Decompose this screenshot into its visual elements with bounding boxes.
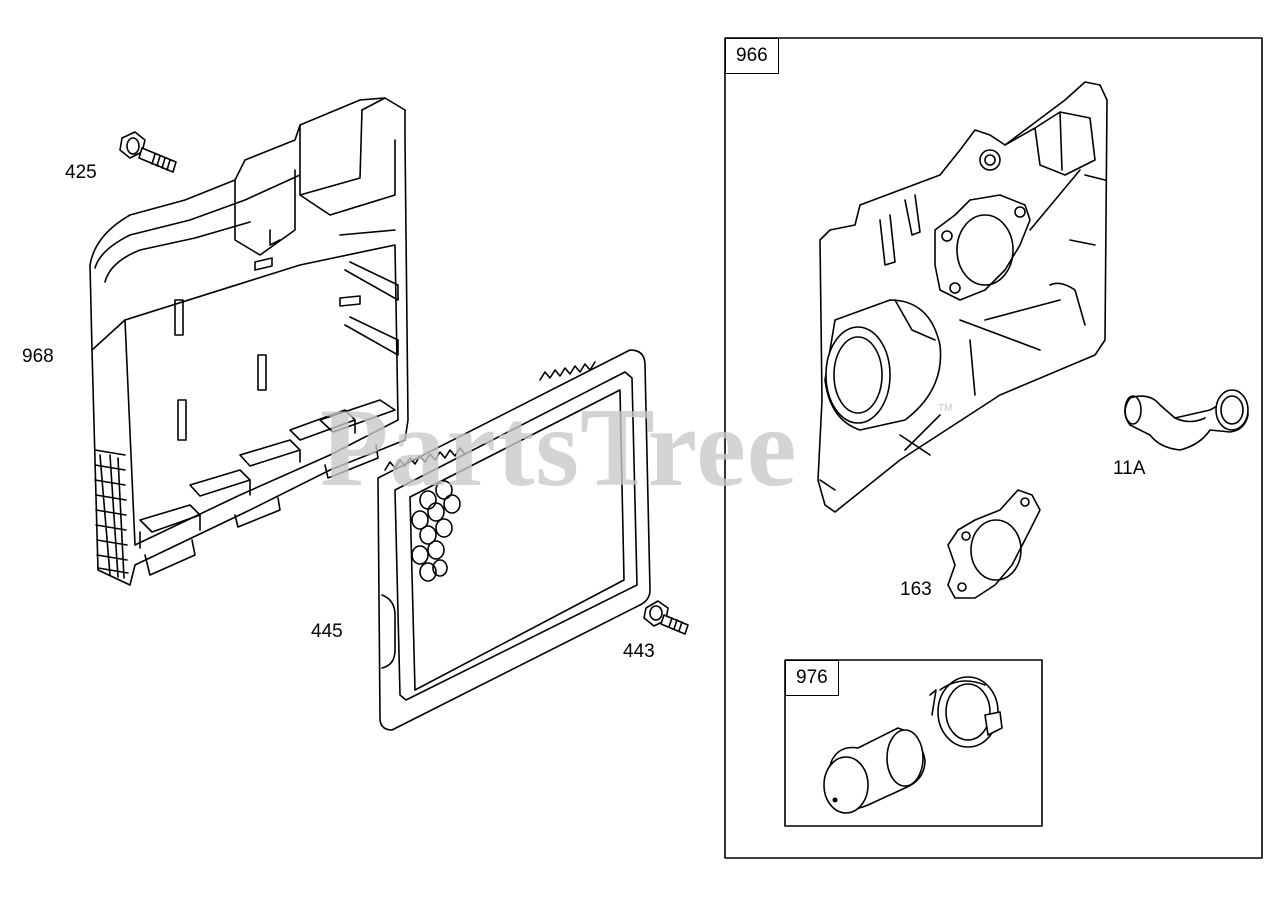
label-968[interactable]: 968 (22, 346, 54, 367)
watermark-trademark: TM (938, 403, 953, 414)
label-425[interactable]: 425 (65, 162, 97, 183)
part-425-bolt[interactable] (119, 131, 177, 173)
part-976-cup[interactable] (823, 727, 926, 814)
side-grille-hatch (94, 449, 129, 579)
kit-976-frame (784, 659, 1043, 827)
kit-966-frame (724, 37, 1263, 859)
part-11a-elbow[interactable] (1124, 389, 1249, 451)
part-968-air-cleaner-base[interactable] (89, 97, 409, 586)
kit-966-label[interactable]: 966 (725, 38, 779, 74)
part-976-clamp[interactable] (929, 676, 1003, 748)
part-966-adapter-housing[interactable] (817, 81, 1108, 513)
label-163[interactable]: 163 (900, 579, 932, 600)
part-163-gasket[interactable] (947, 489, 1041, 599)
label-445[interactable]: 445 (311, 621, 343, 642)
label-443[interactable]: 443 (623, 641, 655, 662)
watermark: PartsTree (320, 386, 798, 510)
label-11a[interactable]: 11A (1113, 458, 1146, 479)
filter-honeycomb (411, 480, 461, 582)
kit-976-label[interactable]: 976 (785, 660, 839, 696)
part-443-screw[interactable] (643, 600, 689, 635)
part-445-air-filter[interactable] (377, 349, 651, 731)
